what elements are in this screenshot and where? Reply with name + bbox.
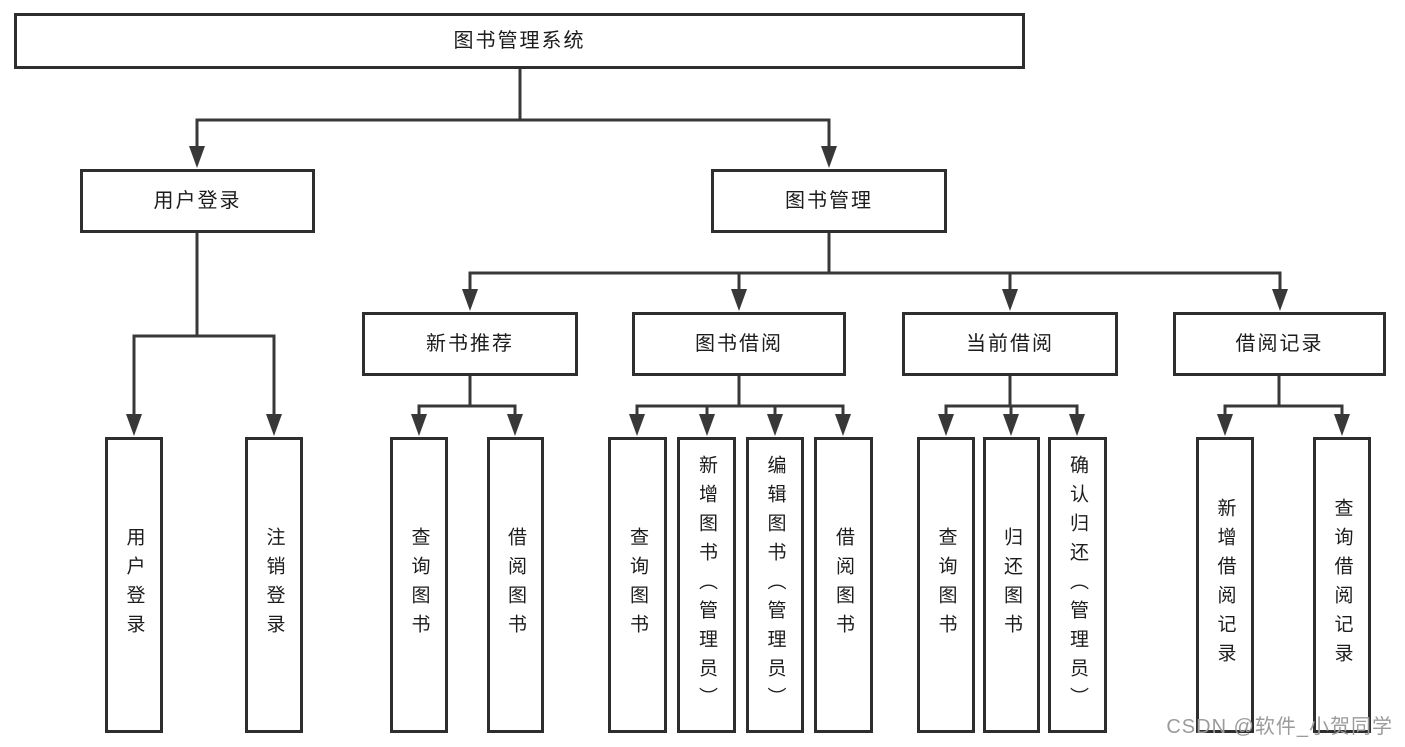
connector-current-to-leaves [944, 376, 1079, 424]
leaf-label: 新增图书（管理员） [696, 454, 717, 716]
leaf-label: 编辑图书（管理员） [764, 454, 786, 716]
node-current-borrowing: 当前借阅 [902, 312, 1118, 376]
arrowhead [126, 414, 142, 436]
arrowhead [629, 414, 645, 436]
arrowhead [1272, 289, 1288, 311]
arrowhead [1334, 414, 1350, 436]
node-label: 图书管理系统 [453, 30, 586, 52]
arrowhead [821, 146, 837, 168]
node-book-management: 图书管理 [711, 169, 947, 233]
arrowhead [411, 414, 427, 436]
leaf-user-login: 用户登录 [105, 437, 163, 733]
leaf-label: 查询借阅记录 [1331, 498, 1353, 672]
node-label: 新书推荐 [426, 333, 514, 355]
leaf-label: 新增借阅记录 [1214, 498, 1236, 672]
leaf-confirm-return-admin: 确认归还（管理员） [1048, 437, 1107, 733]
arrowhead [835, 414, 851, 436]
connector-root-to-level2 [195, 69, 831, 154]
leaf-label: 查询图书 [935, 527, 957, 643]
arrowhead [767, 414, 783, 436]
connector-records-to-leaves [1223, 376, 1344, 424]
leaf-return-books: 归还图书 [983, 437, 1040, 733]
leaf-label: 借阅图书 [505, 527, 526, 643]
connector-borrowing-to-leaves [635, 376, 845, 424]
leaf-add-borrow-record: 新增借阅记录 [1196, 437, 1254, 733]
node-user-login: 用户登录 [80, 169, 315, 233]
node-label: 借阅记录 [1235, 333, 1324, 355]
leaf-label: 借阅图书 [833, 527, 854, 643]
leaf-query-books-recommend: 查询图书 [390, 437, 448, 733]
leaf-query-books-borrowing: 查询图书 [608, 437, 667, 733]
arrowhead [1002, 289, 1018, 311]
node-label: 图书管理 [785, 190, 873, 212]
arrowhead [1217, 414, 1233, 436]
node-book-borrowing: 图书借阅 [632, 312, 846, 376]
connector-newbook-to-leaves [417, 376, 517, 424]
node-new-book-recommend: 新书推荐 [362, 312, 578, 376]
node-label: 图书借阅 [695, 333, 783, 355]
arrowhead [189, 146, 205, 168]
leaf-label: 用户登录 [123, 527, 145, 643]
leaf-borrow-books-borrowing: 借阅图书 [814, 437, 873, 733]
arrowhead [266, 414, 282, 436]
arrowhead [938, 414, 954, 436]
node-label: 当前借阅 [966, 333, 1054, 355]
connector-bookmgmt-to-level3 [468, 233, 1282, 299]
arrowhead [1069, 414, 1085, 436]
connector-userlogin-to-leaves [132, 233, 276, 424]
leaf-borrow-books-recommend: 借阅图书 [487, 437, 544, 733]
leaf-label: 确认归还（管理员） [1067, 454, 1088, 716]
node-library-management-system: 图书管理系统 [14, 13, 1025, 69]
leaf-label: 归还图书 [1001, 527, 1022, 643]
leaf-label: 查询图书 [408, 527, 430, 643]
arrowhead [462, 289, 478, 311]
leaf-logout: 注销登录 [245, 437, 303, 733]
arrowhead [507, 414, 523, 436]
csdn-watermark: CSDN @软件_小贺同学 [1166, 716, 1393, 738]
arrowhead [1003, 414, 1019, 436]
leaf-add-books-admin: 新增图书（管理员） [677, 437, 736, 733]
leaf-query-books-current: 查询图书 [917, 437, 975, 733]
arrowhead [699, 414, 715, 436]
leaf-edit-books-admin: 编辑图书（管理员） [746, 437, 804, 733]
leaf-label: 注销登录 [263, 527, 285, 643]
node-borrowing-records: 借阅记录 [1173, 312, 1386, 376]
leaf-label: 查询图书 [627, 527, 648, 643]
arrowhead [731, 289, 747, 311]
leaf-query-borrow-record: 查询借阅记录 [1313, 437, 1371, 733]
node-label: 用户登录 [153, 190, 242, 212]
